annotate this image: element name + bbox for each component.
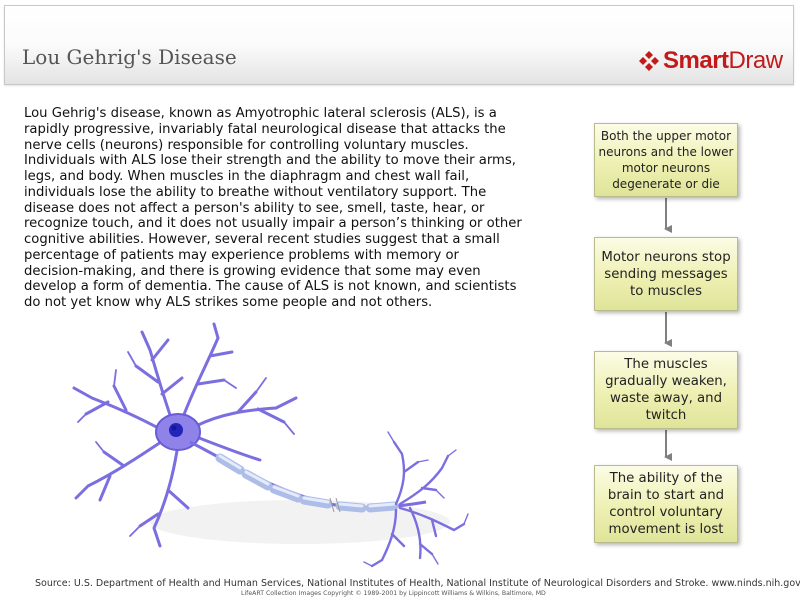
flow-step-line: waste away, and: [609, 391, 723, 406]
flow-step-line: Both the upper motor: [600, 129, 732, 143]
flow-step-line: The ability of the: [609, 471, 723, 486]
flow-step-line: to muscles: [630, 283, 702, 299]
disease-description: Lou Gehrig's disease, known as Amyotroph…: [24, 106, 564, 311]
description-line: legs, and body. When muscles in the diap…: [24, 169, 470, 184]
description-line: develop a form of dementia. The cause of…: [24, 279, 517, 295]
flow-step-line: gradually weaken,: [605, 374, 727, 389]
description-line: Individuals with ALS lose their strength…: [24, 153, 516, 169]
source-citation: Source: U.S. Department of Health and Hu…: [35, 578, 800, 589]
description-line: disease does not affect a person's abili…: [24, 200, 485, 216]
flow-step-2: Motor neurons stop sending messages to m…: [594, 237, 738, 311]
flow-step-line: The muscles: [624, 357, 708, 372]
flow-step-1: Both the upper motor neurons and the low…: [594, 123, 738, 197]
smartdraw-diamonds-icon: [639, 51, 659, 71]
description-line: cognitive abilities. However, several re…: [24, 232, 500, 247]
motor-neuron-illustration-icon: [72, 322, 469, 568]
flow-step-3: The muscles gradually weaken, waste away…: [594, 351, 738, 429]
flow-step-line: motor neurons: [621, 161, 711, 175]
description-line: Lou Gehrig's disease, known as Amyotroph…: [24, 106, 497, 121]
flow-step-line: brain to start and: [607, 488, 725, 503]
brand-logo: SmartDraw: [638, 47, 783, 75]
flow-step-line: sending messages: [604, 266, 728, 282]
header-bar: Lou Gehrig's Disease SmartDraw: [4, 5, 794, 85]
description-line: individuals lose the ability to breathe …: [24, 184, 487, 200]
description-line: decision-making, and there is growing ev…: [24, 263, 481, 279]
flow-step-line: neurons and the lower: [598, 145, 734, 159]
flow-step-line: movement is lost: [608, 522, 724, 537]
flow-step-4: The ability of the brain to start and co…: [594, 465, 738, 543]
brand-name: SmartDraw: [663, 47, 783, 74]
copyright-notice: LifeART Collection Images Copyright © 19…: [241, 590, 546, 597]
flow-step-line: Motor neurons stop: [601, 249, 731, 265]
flow-step-line: twitch: [645, 408, 687, 423]
description-line: nerve cells (neurons) responsible for co…: [24, 137, 469, 153]
description-line: percentage of patients may experience pr…: [24, 247, 459, 263]
description-line: do not yet know why ALS strikes some peo…: [24, 295, 433, 310]
page-title: Lou Gehrig's Disease: [22, 45, 237, 69]
description-line: recognize touch, and it does not usually…: [24, 216, 522, 232]
flow-step-line: control voluntary: [609, 505, 723, 520]
description-line: rapidly progressive, invariably fatal ne…: [24, 121, 506, 137]
flow-step-line: degenerate or die: [612, 177, 720, 191]
